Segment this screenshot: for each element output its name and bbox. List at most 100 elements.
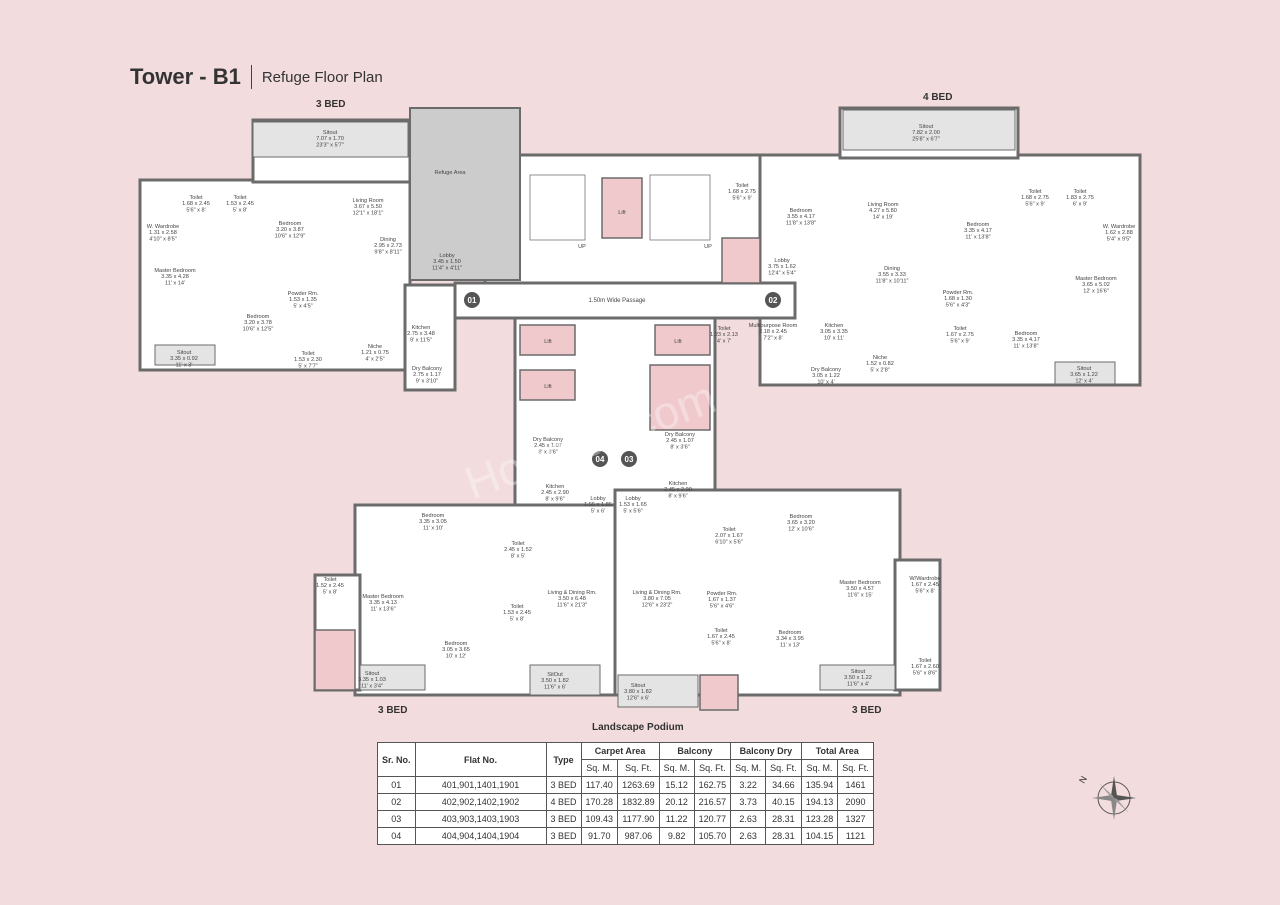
room-ft: 9'8" x 8'11" [374, 249, 401, 255]
subheader-cell: Sq. Ft. [617, 759, 660, 777]
room-ft: 11'8" x 10'11" [876, 278, 909, 284]
room-ft: 8' x 9'6" [545, 496, 564, 502]
flat-03-outline [613, 488, 902, 697]
room-dim: 1.23 x 2.13 [710, 332, 738, 338]
room-name: Dry Balcony [533, 437, 563, 443]
room-dim: 3.65 x 3.20 [787, 520, 815, 526]
room-ft: 5' x 8' [233, 207, 247, 213]
room-name: Dining [884, 266, 900, 272]
room-ft: 9' x 3'10" [416, 378, 438, 384]
title-divider [250, 65, 252, 89]
room-ft: 5'6" x 4'6" [710, 603, 734, 609]
flat-marker-03 [621, 451, 637, 467]
room-ft: 10'6" x 12'9" [275, 233, 306, 239]
flat-marker-01 [464, 292, 480, 308]
room-ft: 12'6" x 6' [627, 695, 649, 701]
room-ft: 10' x 4' [817, 379, 834, 385]
table-cell: 120.77 [693, 810, 732, 828]
room-ft: 5' x 2'8" [870, 367, 889, 373]
room-ft: 5'4" x 9'5" [1107, 236, 1131, 242]
room-ft: 12'1" x 18'1" [353, 210, 384, 216]
room-dim: 7.07 x 1.70 [316, 136, 344, 142]
sitout-03 [819, 664, 896, 691]
room-ft: 11'8" x 13'8" [786, 220, 816, 226]
table-cell: 403,903,1403,1903 [414, 810, 547, 828]
table-cell: 1832.89 [617, 793, 660, 811]
sitout-02-small [1054, 361, 1116, 385]
room-dim: 1.67 x 2.75 [946, 332, 974, 338]
room-name: Dry Balcony [412, 366, 442, 372]
room-ft: 5'6" x 8' [711, 640, 730, 646]
room-name: Toilet [1073, 189, 1087, 195]
room-dim: 2.45 x 2.90 [541, 490, 569, 496]
subheader-cell: Sq. Ft. [765, 759, 802, 777]
room-dim: 1.53 x 1.65 [619, 502, 647, 508]
header-type: Type [545, 742, 582, 777]
staircase-2 [649, 174, 711, 241]
room-ft: 5' x 4'5" [293, 303, 312, 309]
table-cell: 401,901,1401,1901 [414, 776, 547, 794]
room-dim: 1.68 x 2.75 [728, 189, 756, 195]
room-name: Toilet [323, 577, 337, 583]
flat-marker-03-text: 03 [625, 455, 634, 464]
room-ft: 5'6" x 8'6" [913, 670, 937, 676]
header-balcony: Balcony [658, 742, 732, 760]
room-name: Bedroom [967, 222, 990, 228]
room-dim: 1.67 x 1.37 [708, 597, 736, 603]
duct-right [721, 237, 761, 284]
room-ft: 12'4" x 5'4" [768, 270, 796, 276]
label-bottom-left-type: 3 BED [378, 705, 408, 716]
table-cell: 9.82 [658, 827, 695, 845]
room-ft: 11' x 3'4" [361, 683, 383, 689]
room-dim: 2.07 x 1.67 [715, 533, 743, 539]
room-ft: 11' x 13' [780, 642, 800, 648]
room-name: Bedroom [279, 221, 302, 227]
table-cell: 3 BED [545, 776, 582, 794]
room-dim: 1.68 x 2.75 [1021, 195, 1049, 201]
room-dim: 3.75 x 1.62 [768, 264, 796, 270]
room-ft: 11' x 10' [423, 525, 443, 531]
sitout-04 [359, 664, 426, 691]
room-name: Powder Rm. [288, 291, 319, 297]
table-cell: 404,904,1404,1904 [414, 827, 547, 845]
table-cell: 01 [377, 776, 416, 794]
table-cell: 4 BED [545, 793, 582, 811]
room-dim: 1.53 x 1.35 [289, 297, 317, 303]
room-name: Master Bedroom [154, 268, 196, 274]
room-name: Niche [873, 355, 887, 361]
room-name: Dry Balcony [665, 432, 695, 438]
room-ft: 5'6" x 9' [1025, 201, 1044, 207]
table-cell: 987.06 [617, 827, 660, 845]
room-ft: 5' x 8' [510, 616, 524, 622]
room-name: Toilet [714, 628, 728, 634]
room-name: Bedroom [422, 513, 445, 519]
room-name: Toilet [1028, 189, 1042, 195]
room-name: Bedroom [790, 514, 813, 520]
room-dim: 1.55 x 1.85 [584, 502, 612, 508]
table-cell: 1327 [837, 810, 874, 828]
table-cell: 216.57 [693, 793, 732, 811]
lift-core-label: Lift [618, 210, 626, 216]
room-ft: 11'4" x 4'11" [432, 265, 462, 271]
table-cell: 3.73 [730, 793, 767, 811]
room-name: Powder Rm. [707, 591, 738, 597]
room-ft: 8' x 3'6" [670, 444, 689, 450]
room-name: W/Wardrobe [909, 576, 940, 582]
